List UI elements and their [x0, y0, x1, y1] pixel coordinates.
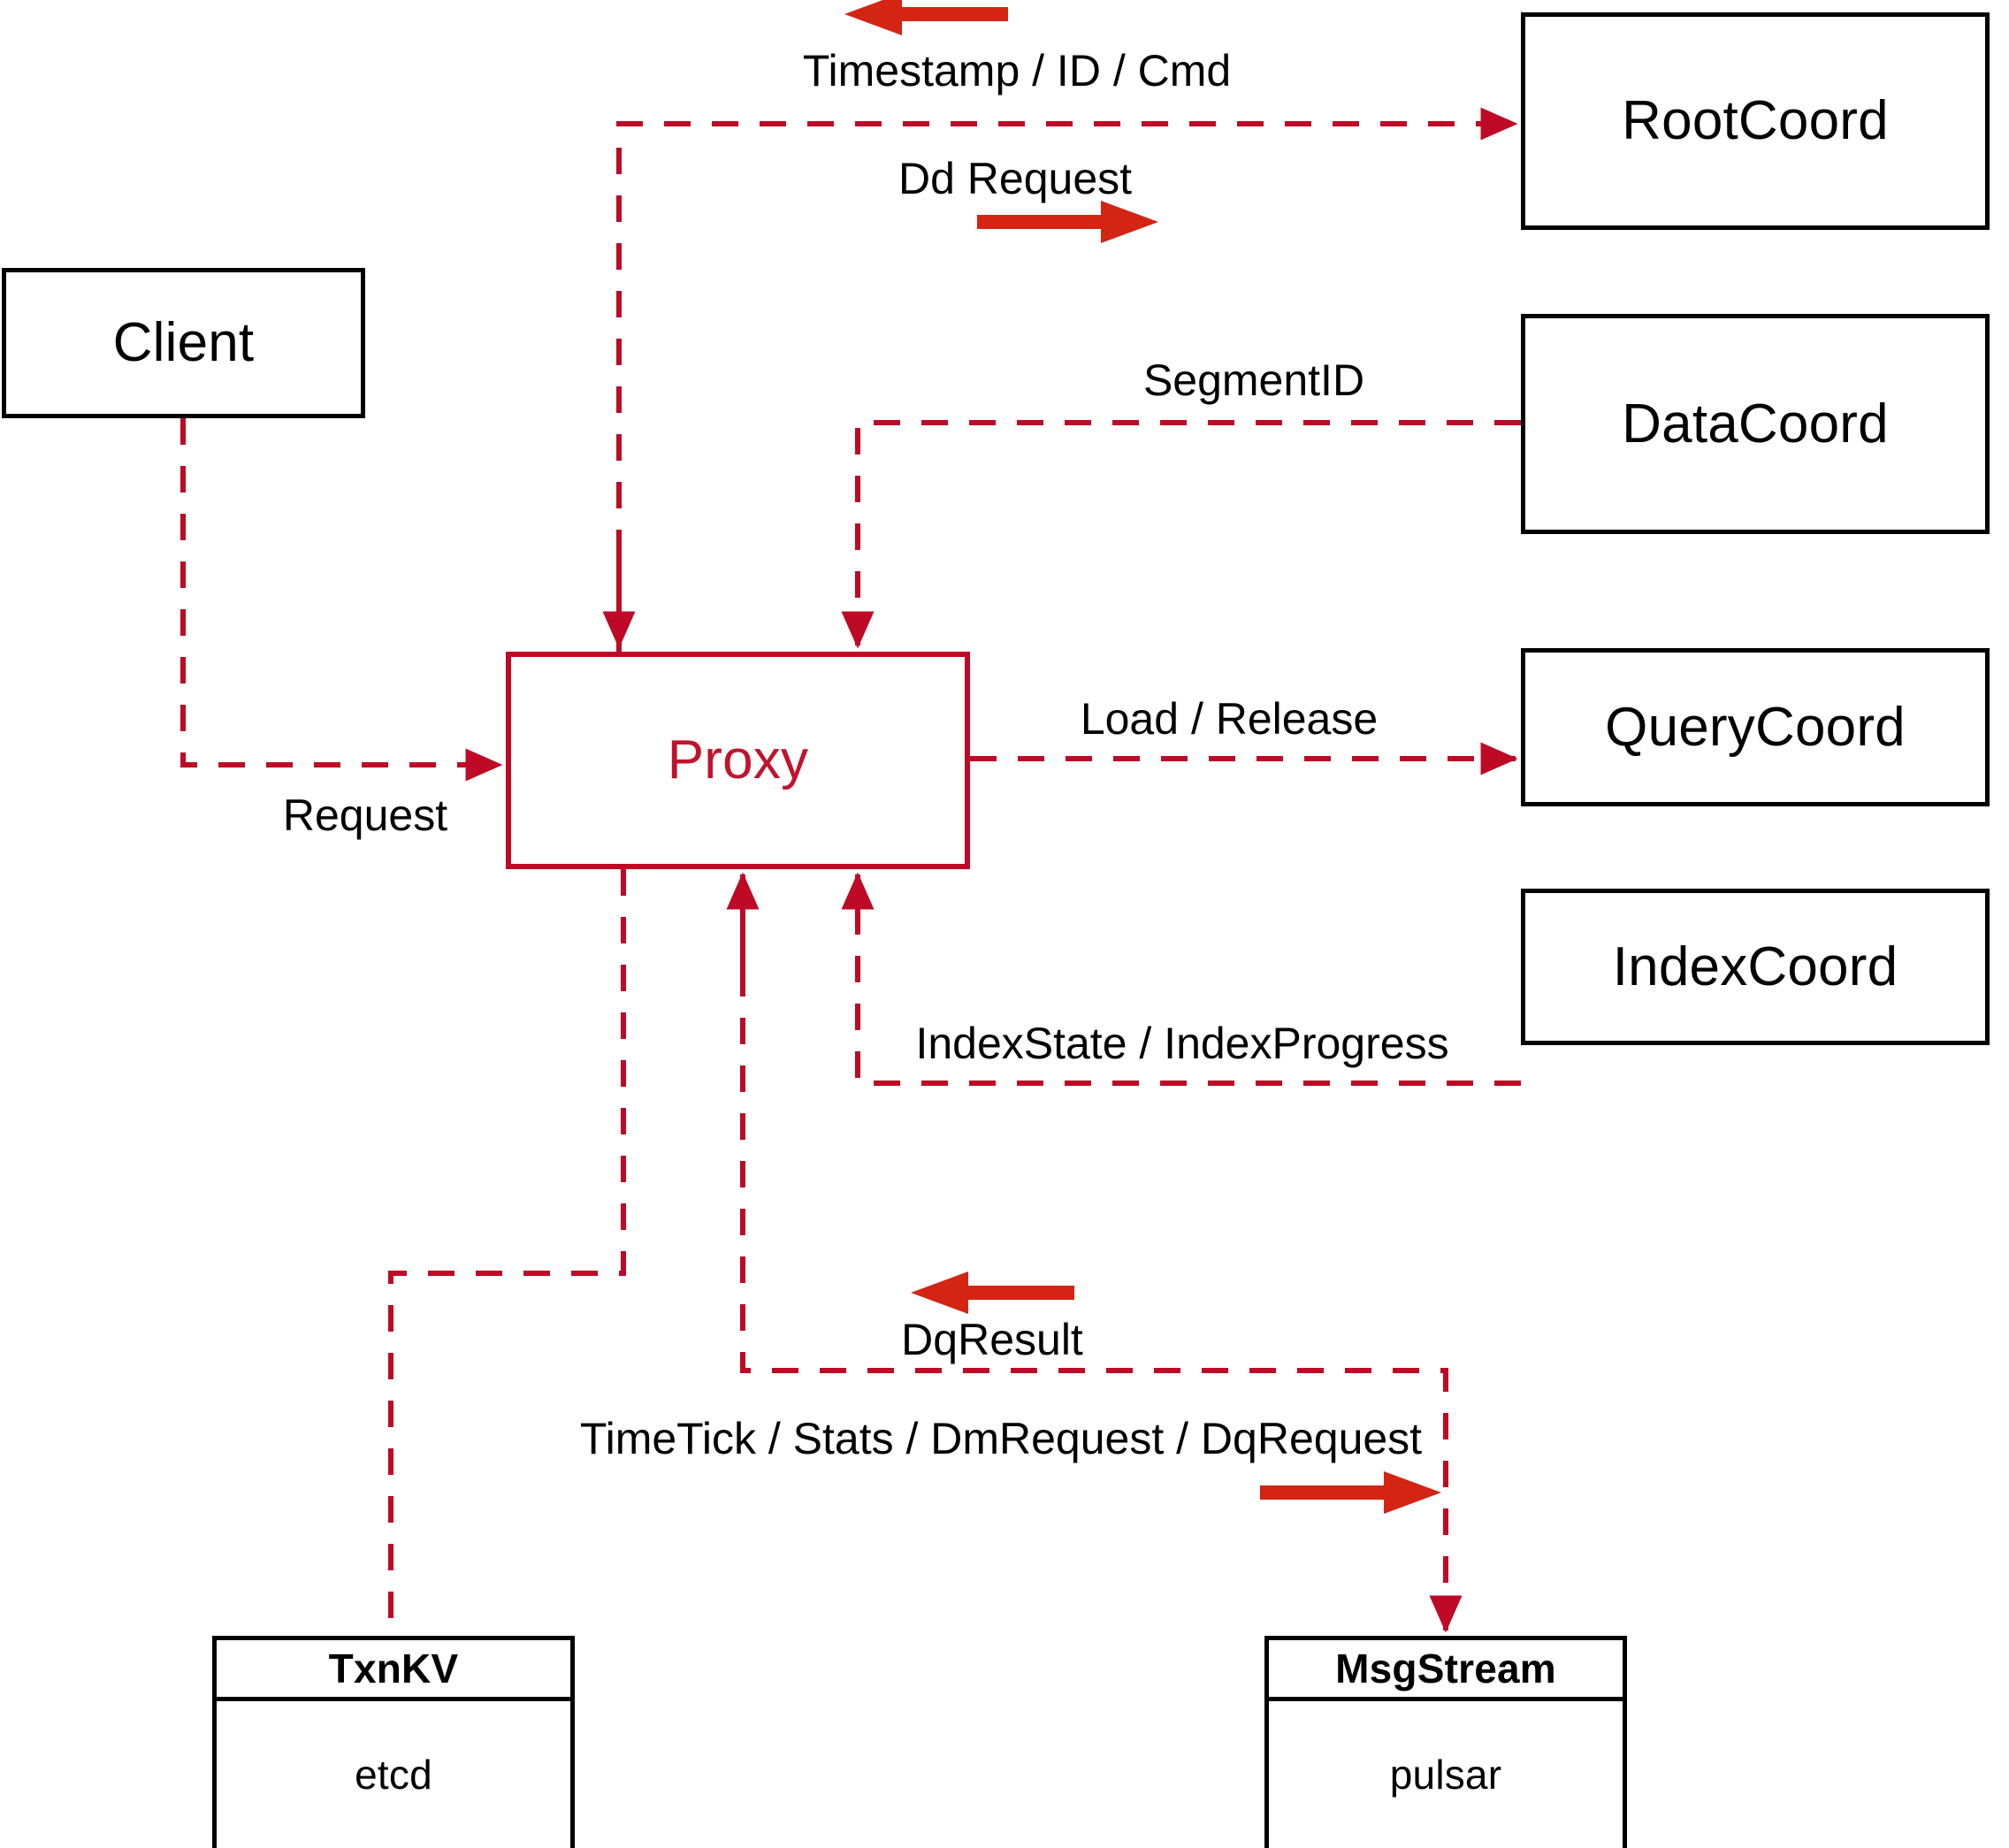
node-msgstream-body: pulsar [1269, 1701, 1623, 1848]
edge-label-timestamp-id-cmd: Timestamp / ID / Cmd [802, 46, 1232, 95]
node-indexcoord[interactable]: IndexCoord [1521, 889, 1990, 1045]
node-rootcoord-label: RootCoord [1622, 90, 1889, 151]
node-proxy[interactable]: Proxy [506, 652, 970, 869]
arrow-glyph-right-ddrequest [977, 201, 1158, 243]
node-client[interactable]: Client [2, 268, 365, 418]
node-txnkv-header: TxnKV [217, 1640, 570, 1701]
edge-proxy-to-txnkv [388, 869, 626, 1636]
edge-proxy-to-rootcoord [616, 107, 1518, 652]
edge-label-request: Request [282, 790, 448, 840]
node-txnkv[interactable]: TxnKV etcd [212, 1636, 575, 1848]
node-txnkv-body-label: etcd [355, 1752, 432, 1798]
node-msgstream-header: MsgStream [1269, 1640, 1623, 1701]
arrow-glyph-left-timestamp [844, 0, 1008, 35]
edge-client-to-proxy [180, 418, 503, 782]
node-indexcoord-label: IndexCoord [1612, 935, 1898, 997]
node-msgstream-body-label: pulsar [1389, 1752, 1502, 1798]
node-querycoord[interactable]: QueryCoord [1521, 648, 1990, 806]
edge-label-segmentid: SegmentID [1142, 355, 1365, 405]
node-datacoord-label: DataCoord [1622, 393, 1889, 454]
edge-label-timetick-stats: TimeTick / Stats / DmRequest / DqRequest [579, 1414, 1423, 1463]
node-querycoord-label: QueryCoord [1605, 696, 1906, 758]
edge-label-dd-request: Dd Request [898, 154, 1133, 203]
edge-label-dqresult: DqResult [901, 1315, 1083, 1364]
node-datacoord[interactable]: DataCoord [1521, 314, 1990, 534]
edge-datacoord-to-proxy [841, 420, 1521, 649]
arrow-glyph-right-timetick [1260, 1471, 1441, 1514]
node-client-label: Client [112, 312, 255, 373]
edge-label-indexstate-progress: IndexState / IndexProgress [915, 1019, 1449, 1068]
arrow-glyph-left-dqresult [911, 1271, 1074, 1314]
node-rootcoord[interactable]: RootCoord [1521, 12, 1990, 230]
node-msgstream[interactable]: MsgStream pulsar [1264, 1636, 1627, 1848]
node-txnkv-header-label: TxnKV [328, 1646, 459, 1691]
node-proxy-label: Proxy [667, 729, 809, 790]
edge-label-load-release: Load / Release [1080, 694, 1379, 744]
node-txnkv-body: etcd [217, 1701, 570, 1848]
node-msgstream-header-label: MsgStream [1335, 1646, 1556, 1691]
edge-proxy-to-msgstream [740, 874, 1463, 1633]
